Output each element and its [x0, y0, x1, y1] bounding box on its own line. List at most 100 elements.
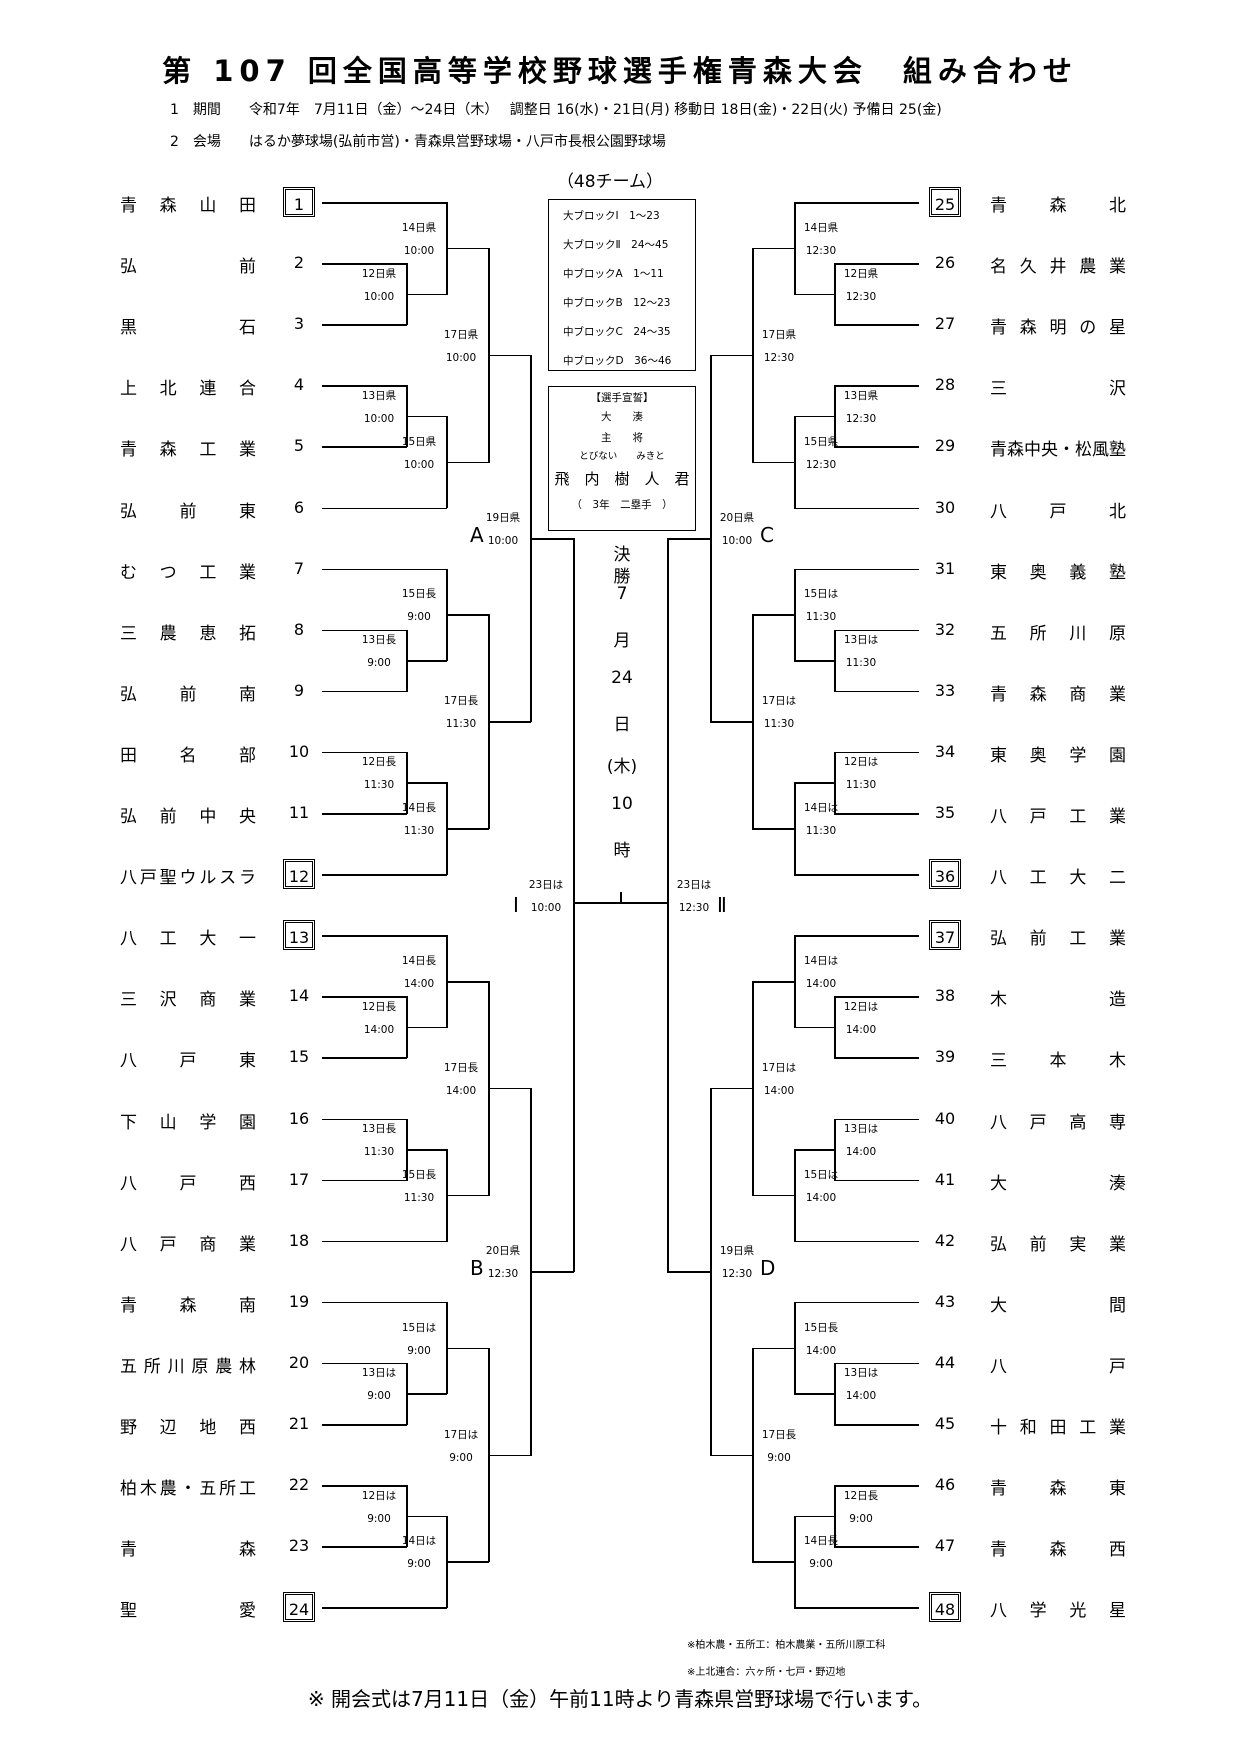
team-name: 弘前東	[120, 501, 256, 522]
team-number: 21	[288, 1414, 310, 1433]
team-number: 1	[283, 187, 315, 217]
game-time: 12:30	[763, 351, 795, 364]
final-date-char: 日	[613, 715, 631, 735]
team-number: 41	[934, 1169, 956, 1189]
bracket-line	[488, 1087, 531, 1090]
game-time: 13日は	[361, 1367, 397, 1380]
bracket-line	[406, 1026, 447, 1029]
team-name: 柏木農・五所工	[120, 1479, 256, 1500]
team-number: 34	[934, 741, 956, 761]
bracket-line	[446, 1347, 489, 1350]
bracket-line	[834, 324, 919, 326]
bracket-line	[794, 415, 835, 418]
game-time: 15日長	[803, 1321, 839, 1334]
bracket-line	[446, 1194, 489, 1197]
team-name: 木造	[990, 990, 1126, 1011]
team-number: 16	[288, 1108, 310, 1128]
final-date-char: (木)	[606, 757, 638, 777]
game-time: 9:00	[449, 1451, 473, 1464]
bracket-line	[322, 1179, 407, 1182]
final-date-char: 時	[613, 841, 631, 861]
game-time: 11:30	[403, 1191, 435, 1204]
team-name: 青森西	[990, 1540, 1126, 1561]
game-time: 15日県	[803, 435, 839, 448]
block-label: B	[470, 1256, 484, 1281]
final-tick	[620, 892, 622, 903]
bracket-line	[322, 568, 447, 571]
team-number: 11	[288, 803, 310, 822]
game-time: 11:30	[805, 611, 837, 624]
game-time: 13日長	[361, 1123, 397, 1136]
bracket-line	[834, 1546, 919, 1548]
bracket-line	[446, 614, 489, 616]
bracket-line	[406, 660, 447, 662]
team-name: 下山学園	[120, 1112, 256, 1133]
game-time: 17日長	[761, 1428, 797, 1441]
team-number: 37	[929, 920, 961, 951]
oath-role: 主 将	[601, 432, 643, 444]
bracket-line	[667, 538, 711, 540]
bracket-line	[322, 813, 407, 815]
team-number: 47	[934, 1536, 956, 1556]
team-number: 7	[293, 558, 305, 578]
oath-title: 【選手宣誓】	[590, 392, 654, 404]
team-number: 25	[929, 187, 961, 217]
game-time: 13日県	[361, 389, 397, 402]
bracket-line	[710, 1087, 753, 1090]
final-date-char: 24	[611, 668, 633, 688]
bracket-line	[794, 507, 919, 509]
bracket-line	[322, 263, 407, 265]
team-name: 弘前実業	[990, 1234, 1126, 1255]
game-time: 12:30	[805, 244, 837, 257]
game-time: 9:00	[407, 611, 431, 624]
team-name: 八工大一	[120, 929, 256, 950]
game-time: 14:00	[845, 1390, 877, 1403]
game-time: 9:00	[367, 1512, 391, 1525]
bracket-line	[752, 247, 795, 250]
game-time: 14日長	[401, 955, 437, 968]
game-time: 10:00	[403, 458, 435, 471]
bracket-line	[834, 446, 919, 448]
game-time: 12日長	[361, 756, 397, 769]
bracket-line	[794, 935, 919, 937]
game-time: 14:00	[445, 1084, 477, 1097]
team-count: （48チーム）	[556, 172, 664, 192]
team-number: 14	[288, 986, 310, 1006]
block-range: 中ブロックD 36～46	[563, 355, 672, 367]
bracket-line	[667, 1271, 711, 1273]
bracket-line	[794, 202, 919, 204]
team-number: 26	[934, 253, 956, 273]
game-time: 10:00	[445, 351, 477, 364]
final-date-char: 決	[613, 545, 631, 565]
team-name: 八戸西	[120, 1173, 256, 1194]
game-time: 14日は	[401, 1535, 437, 1548]
bracket-line	[322, 1118, 407, 1120]
game-time: 11:30	[845, 657, 877, 670]
bracket-line	[834, 1485, 919, 1487]
team-number: 17	[288, 1169, 310, 1189]
game-time: 15日県	[401, 435, 437, 448]
team-name: 五所川原農林	[120, 1356, 256, 1377]
bracket-line	[573, 538, 575, 1273]
team-name: 青森南	[120, 1295, 256, 1316]
game-time: 17日長	[443, 1061, 479, 1074]
bracket-line	[530, 538, 574, 540]
game-time: 13日県	[843, 389, 879, 402]
team-number: 38	[934, 986, 956, 1006]
game-time: 11:30	[845, 779, 877, 792]
team-number: 32	[934, 619, 956, 639]
game-time: 20日県	[485, 1245, 521, 1258]
game-time: 15日は	[803, 1168, 839, 1181]
team-name: 東奥義塾	[990, 562, 1126, 583]
game-time: 10:00	[363, 290, 395, 303]
team-number: 24	[283, 1592, 315, 1623]
team-number: 18	[288, 1230, 310, 1250]
block-range: 大ブロックⅠ 1～23	[563, 210, 660, 222]
bracket-line	[794, 293, 835, 296]
game-time: 14:00	[805, 1344, 837, 1357]
bracket-line	[322, 751, 407, 754]
team-name: 八学光星	[990, 1601, 1126, 1622]
game-time: 15日は	[401, 1321, 437, 1334]
team-number: 19	[288, 1291, 310, 1311]
team-number: 4	[293, 375, 305, 395]
